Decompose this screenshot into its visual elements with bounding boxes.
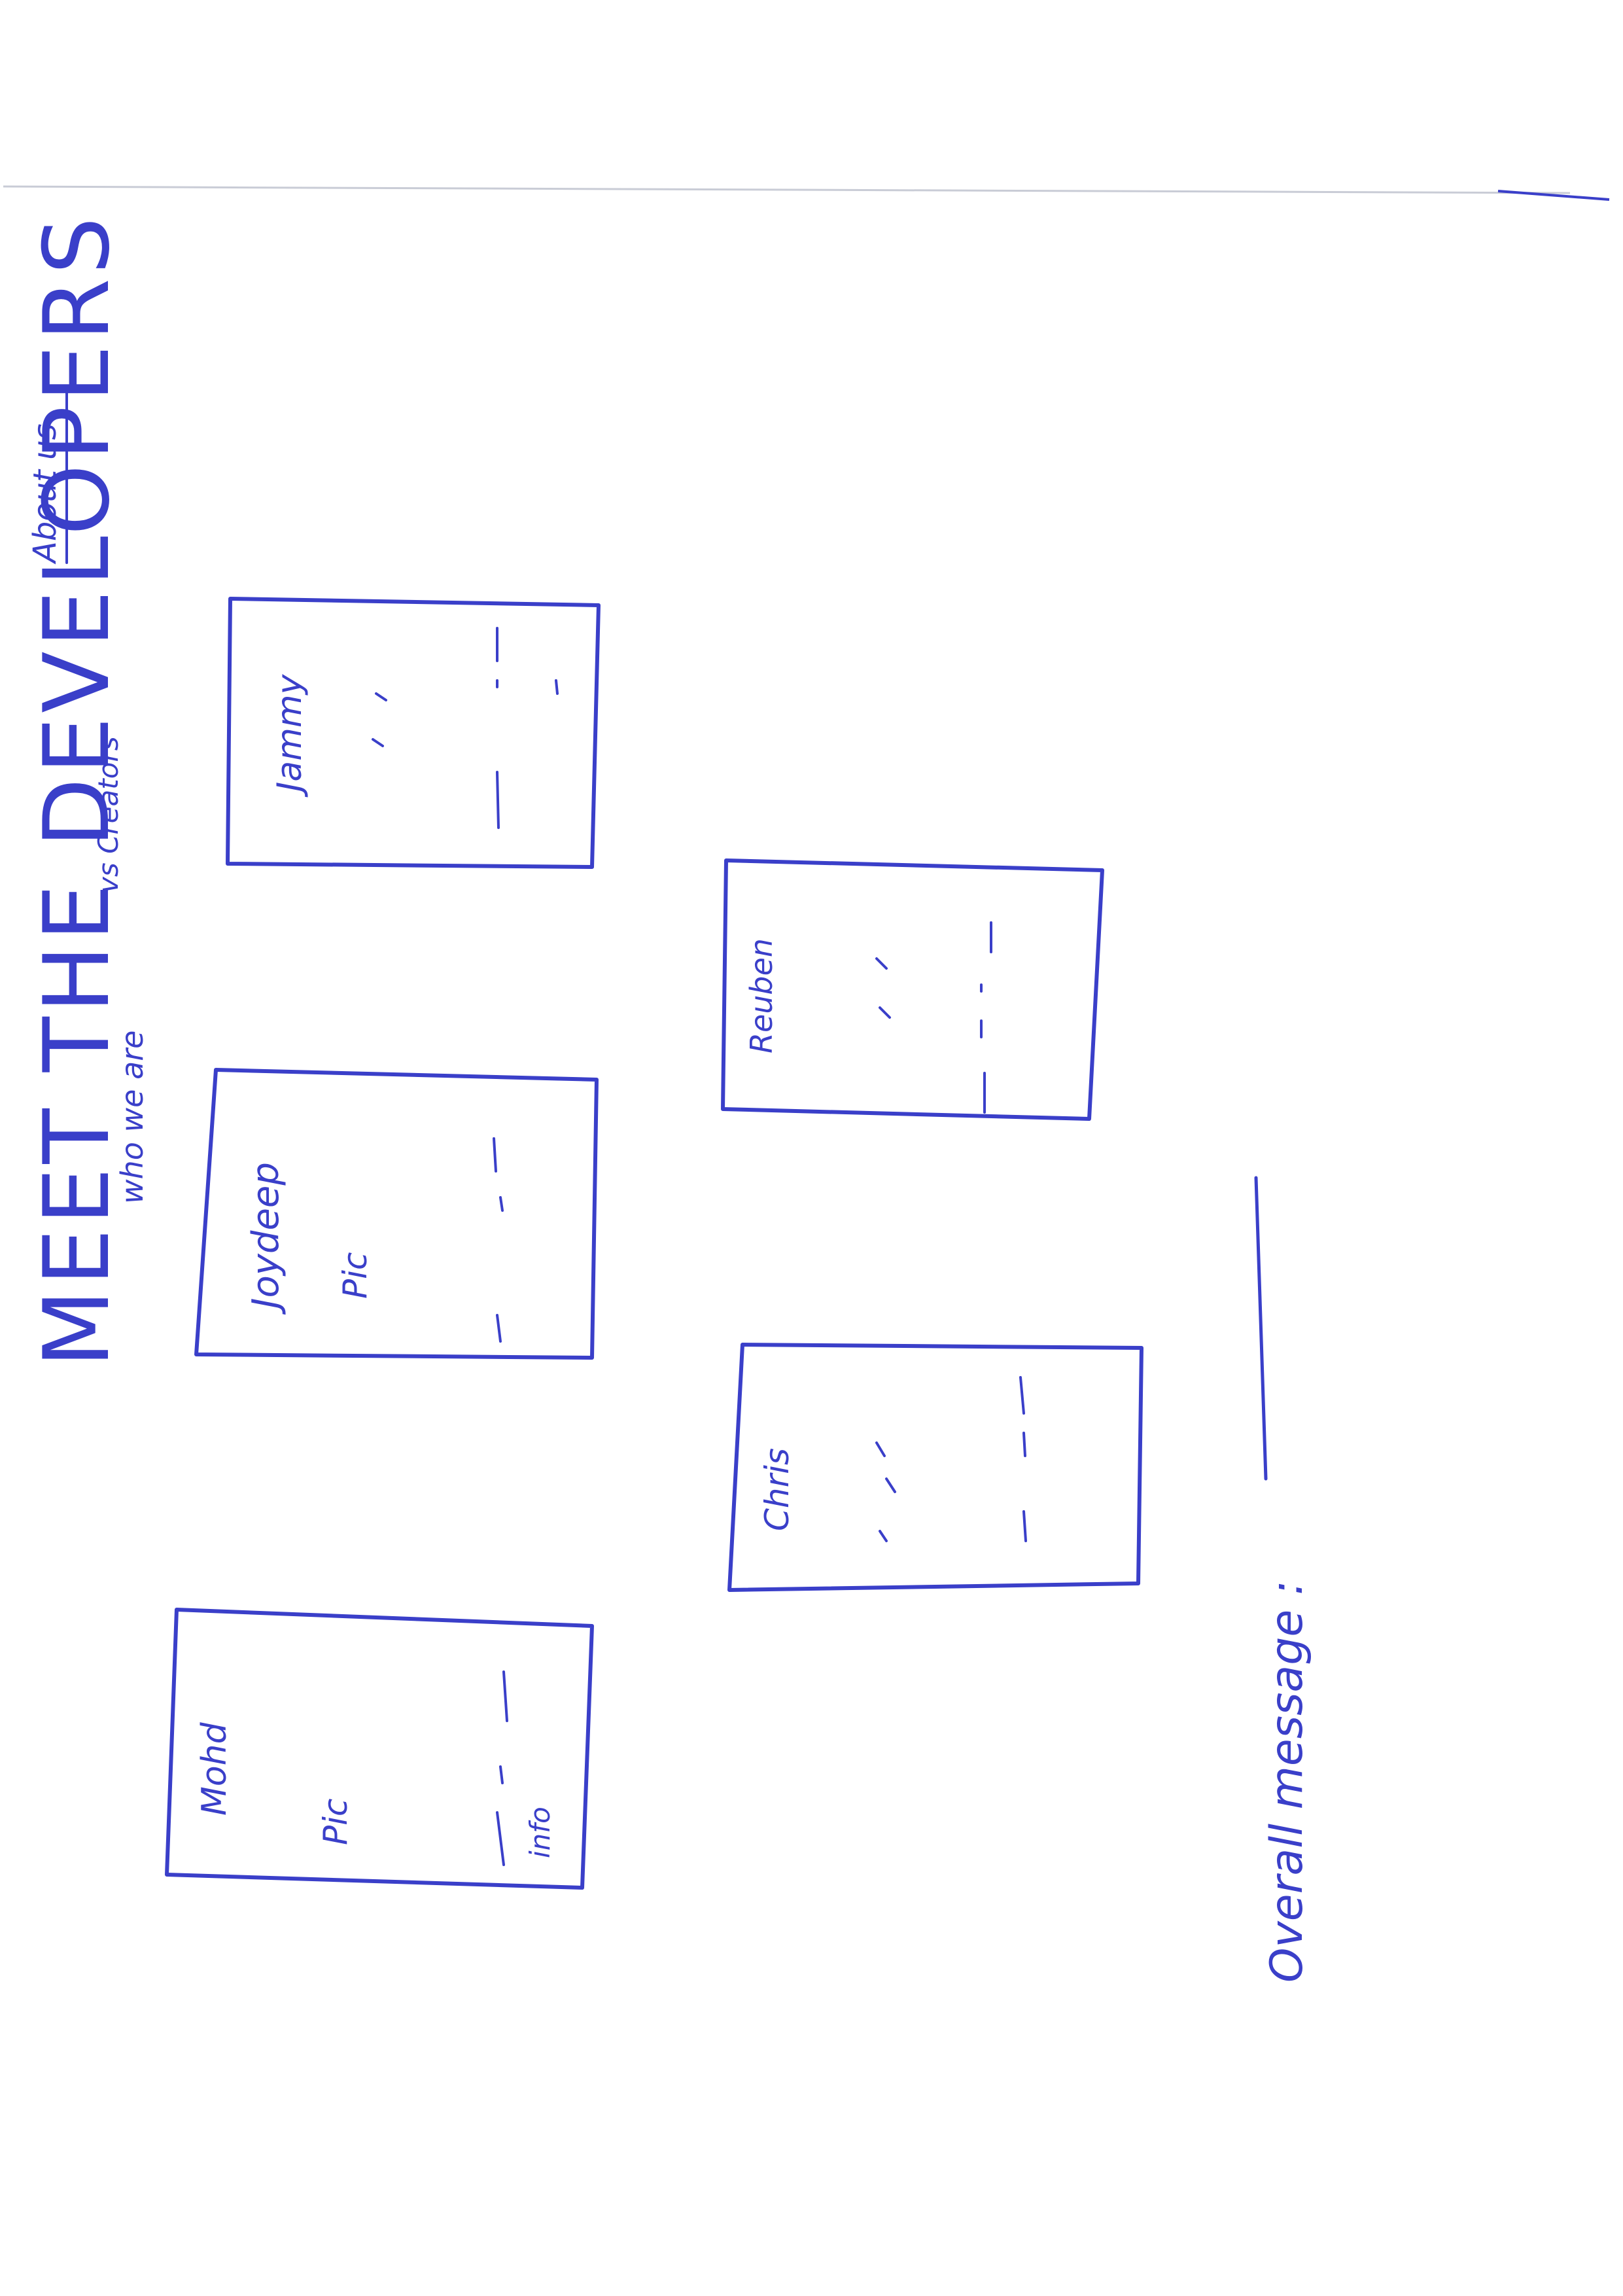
- page-title: MEET THE DEVELOPERS: [24, 213, 130, 1368]
- photo-placeholder-label: Pic: [317, 1798, 355, 1845]
- card-frame: [226, 597, 601, 869]
- info-placeholder-label: info: [524, 1807, 556, 1858]
- info-placeholder-lines: [980, 921, 992, 1114]
- developer-name: Jammy: [270, 673, 309, 798]
- overall-message-line: [1254, 1176, 1268, 1481]
- page-subtitle: who we are: [114, 1031, 150, 1205]
- photo-placeholder-marks: [372, 692, 387, 747]
- photo-placeholder-marks: [875, 957, 891, 1019]
- developer-card-reuben[interactable]: Reuben: [721, 858, 1104, 1121]
- overall-message-field[interactable]: Overall message :: [1254, 1176, 1313, 1983]
- scan-fold-line-end: [1497, 190, 1610, 201]
- info-placeholder-lines: [1019, 1376, 1027, 1542]
- developer-name: Chris: [758, 1448, 796, 1531]
- info-placeholder-lines: [496, 627, 559, 829]
- photo-placeholder-label: Pic: [336, 1252, 374, 1299]
- developer-card-jammy[interactable]: Jammy: [226, 597, 601, 869]
- developer-name: Reuben: [744, 938, 779, 1053]
- developer-name: Joydeep: [245, 1162, 287, 1315]
- card-frame: [721, 858, 1104, 1121]
- scan-fold-line: [3, 185, 1571, 194]
- developer-name: Mohd: [195, 1722, 234, 1816]
- card-frame: [194, 1068, 599, 1360]
- info-placeholder-lines: [496, 1670, 508, 1866]
- info-placeholder-lines: [493, 1137, 504, 1343]
- about-us-link[interactable]: About us: [27, 391, 68, 565]
- about-us-label: About us: [27, 423, 63, 565]
- card-frame: [727, 1343, 1143, 1592]
- developer-card-joydeep[interactable]: Joydeep Pic: [194, 1068, 599, 1360]
- developer-card-mohd[interactable]: Mohd Pic info: [165, 1608, 594, 1890]
- photo-placeholder-marks: [875, 1441, 896, 1542]
- developer-card-chris[interactable]: Chris: [727, 1343, 1143, 1592]
- card-frame: [165, 1608, 594, 1890]
- overall-message-label: Overall message :: [1261, 1580, 1313, 1983]
- title-annotation: vs Creators: [92, 736, 124, 893]
